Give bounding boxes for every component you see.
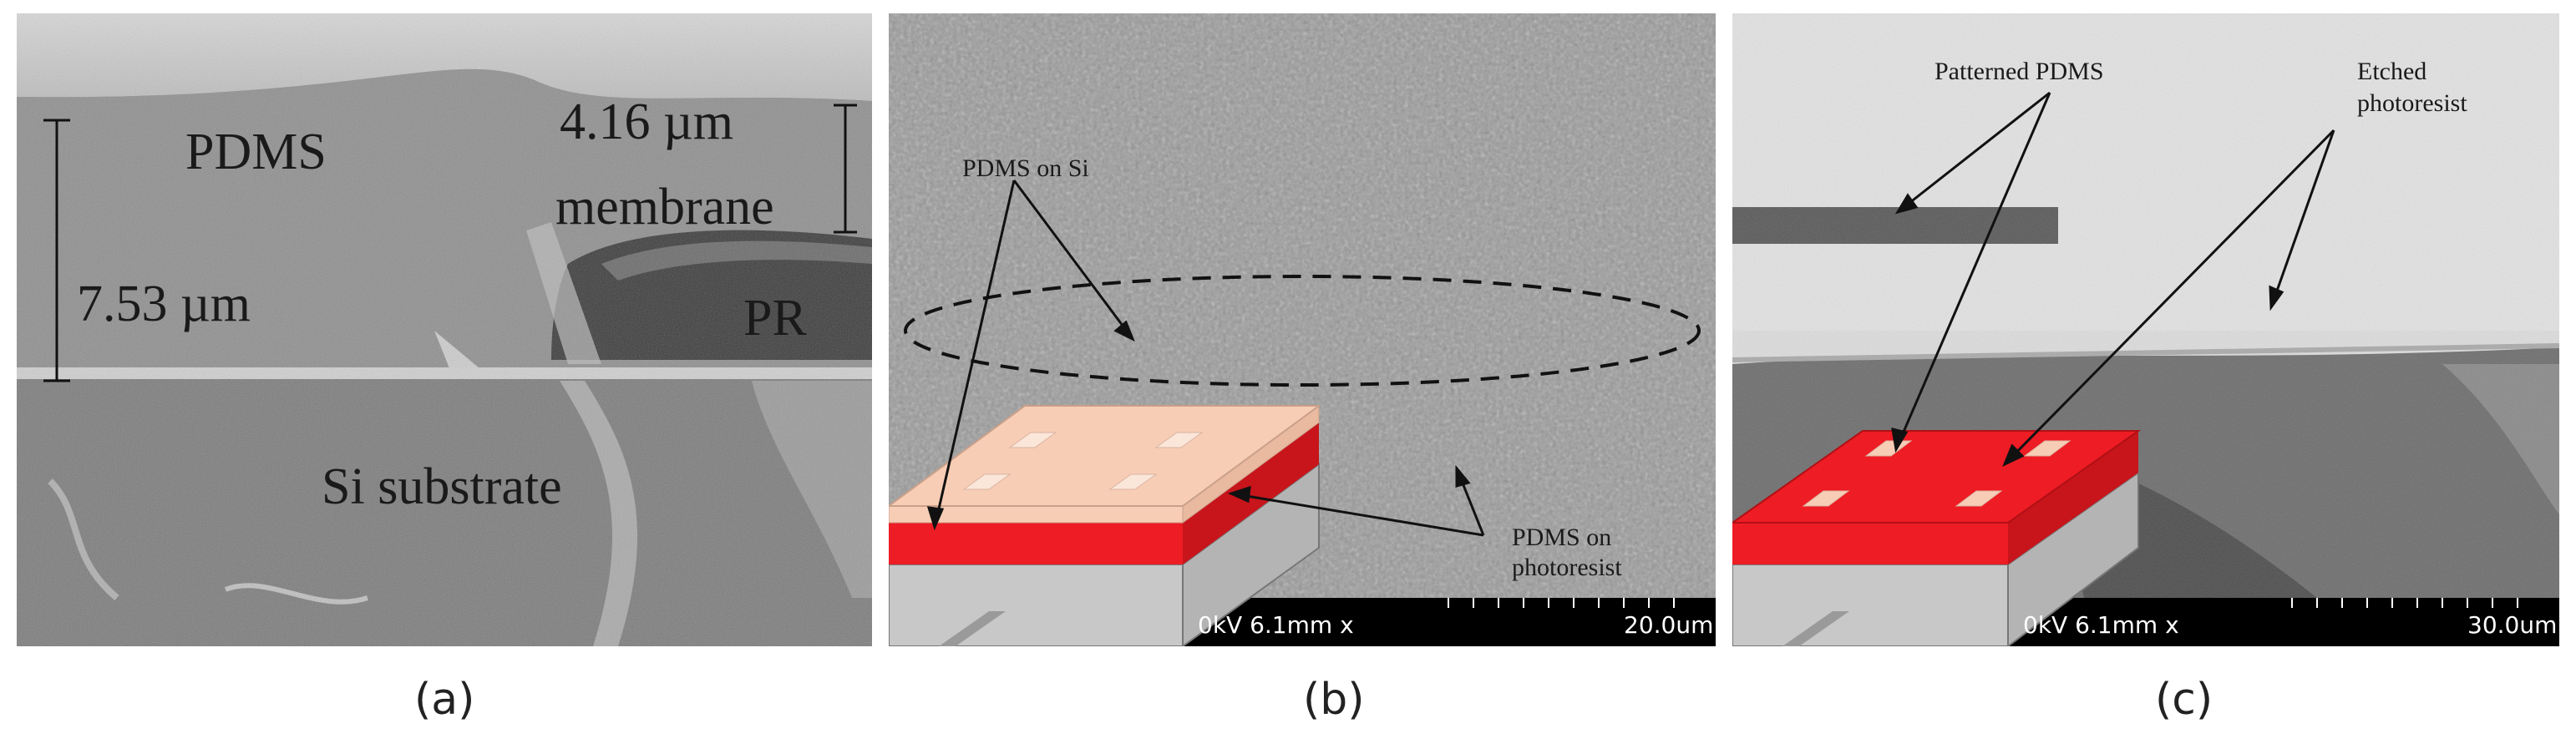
label-etched-photoresist-line1: Etched xyxy=(2357,58,2427,85)
panel-b-image xyxy=(889,13,1716,646)
label-pdms-on-photoresist-line1: PDMS on xyxy=(1512,524,1612,551)
panel-b-sem-info: 0kV 6.1mm x xyxy=(1198,611,1354,639)
panel-a-image xyxy=(17,13,872,646)
panel-b-schematic xyxy=(889,405,1322,646)
label-pdms: PDMS xyxy=(185,124,327,180)
label-etched-photoresist-line2: photoresist xyxy=(2357,89,2467,117)
label-si-substrate: Si substrate xyxy=(322,458,562,515)
panel-c-schematic xyxy=(1732,430,2142,646)
panel-c-image xyxy=(1732,13,2559,646)
label-membrane-thickness: 4.16 µm xyxy=(560,94,733,150)
panel-a-sem-cross-section: PDMS 4.16 µm membrane 7.53 µm PR Si subs… xyxy=(17,13,872,646)
caption-b: (b) xyxy=(1303,675,1365,725)
panel-c-sem-info: 0kV 6.1mm x xyxy=(2023,611,2179,639)
label-total-thickness: 7.53 µm xyxy=(77,276,251,332)
panel-c-scale-label: 30.0um xyxy=(2467,611,2558,639)
label-membrane: membrane xyxy=(555,179,774,235)
panel-b-scale-label: 20.0um xyxy=(1624,611,1714,639)
label-patterned-pdms: Patterned PDMS xyxy=(1935,58,2104,85)
label-pdms-on-photoresist-line2: photoresist xyxy=(1512,554,1622,581)
caption-c: (c) xyxy=(2155,675,2213,725)
label-pr: PR xyxy=(743,290,807,347)
panel-b-sem-top-view: PDMS on Si PDMS on photoresist 0kV 6.1mm… xyxy=(889,13,1716,646)
panel-c-sem-etched: Patterned PDMS Etched photoresist 0kV 6.… xyxy=(1732,13,2559,646)
caption-a: (a) xyxy=(414,675,475,725)
label-pdms-on-si: PDMS on Si xyxy=(962,154,1089,182)
